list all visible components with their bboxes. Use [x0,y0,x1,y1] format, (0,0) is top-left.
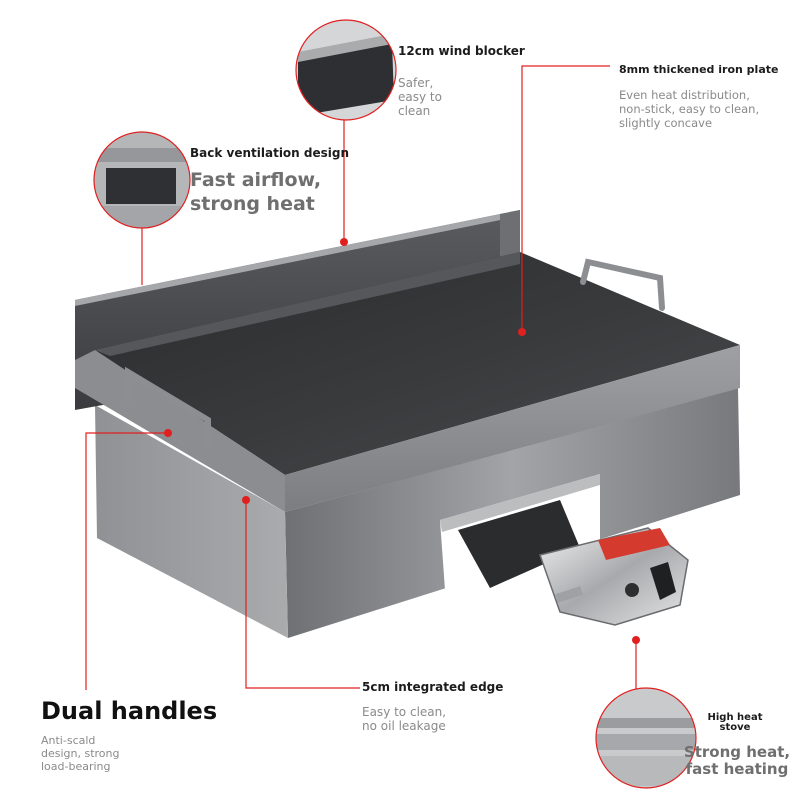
marker-dot-handle [164,429,172,437]
marker-dot-plate [518,328,526,336]
handle-left [125,366,211,448]
marker-dot-edge [242,496,250,504]
marker-dot-wind [340,238,348,246]
dual-handles-title: Dual handles [41,697,218,725]
edge-label: 5cm integrated edge [362,680,504,694]
detail-circle-stove [595,687,697,789]
wind-blocker-desc: Safer, easy to clean [398,76,442,118]
detail-circle-ventilation [93,131,191,229]
ventilation-label: Back ventilation design [190,146,350,160]
ventilation-desc: Fast airflow, strong heat [190,169,322,215]
handle-right [580,258,665,311]
edge-desc: Easy to clean, no oil leakage [362,705,447,733]
gas-valve [539,527,689,626]
burner-tube [458,500,580,588]
detail-circle-wind-blocker [295,19,397,121]
base-box-side [95,405,288,638]
dual-handles-desc: Anti-scald design, strong load-bearing [41,734,120,773]
integrated-edge [285,345,740,512]
stove-desc: Strong heat, fast heating [683,743,791,778]
iron-plate-desc: Even heat distribution, non-stick, easy … [619,88,760,130]
iron-plate [95,252,740,475]
iron-plate-label: 8mm thickened iron plate [619,63,779,76]
marker-dot-stove [632,636,640,644]
wind-blocker-label: 12cm wind blocker [398,44,525,58]
stove-label: High heat stove [707,712,763,733]
